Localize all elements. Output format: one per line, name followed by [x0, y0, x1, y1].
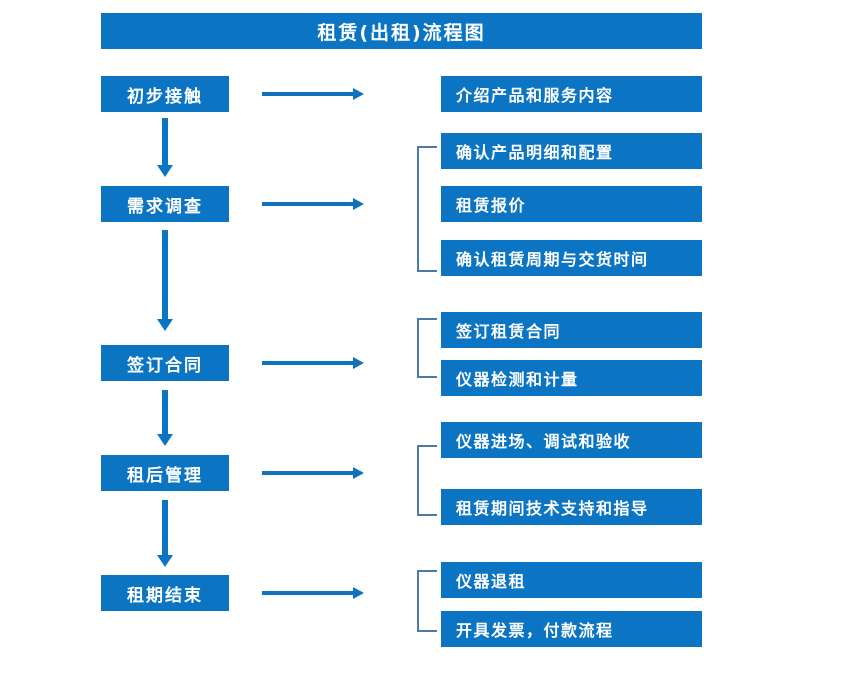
diagram-title: 租赁(出租)流程图	[101, 13, 702, 49]
stage-box-zuqi-jieshu[interactable]: 租期结束	[101, 575, 229, 611]
detail-box-zulin-baojia[interactable]: 租赁报价	[441, 186, 702, 222]
detail-box-qianding-zulin-hetong[interactable]: 签订租赁合同	[441, 312, 702, 348]
down-arrow-icon-stage1-to-stage2	[162, 118, 168, 166]
stage-box-zuhou-guanli[interactable]: 租后管理	[101, 455, 229, 491]
detail-box-yiqi-jinchang-tiaoshi[interactable]: 仪器进场、调试和验收	[441, 422, 702, 458]
down-arrow-icon-stage3-to-stage4	[162, 390, 168, 435]
detail-box-kaiju-fapiao-fukuan[interactable]: 开具发票，付款流程	[441, 611, 702, 647]
stage-box-qianding-hetong[interactable]: 签订合同	[101, 345, 229, 381]
down-arrow-icon-stage4-to-stage5	[162, 500, 168, 556]
detail-box-yiqi-jiance-jiliang[interactable]: 仪器检测和计量	[441, 360, 702, 396]
detail-box-jieshao-chanpin-fuwu[interactable]: 介绍产品和服务内容	[441, 76, 702, 112]
detail-box-zulin-qijian-jishu-zhichi[interactable]: 租赁期间技术支持和指导	[441, 489, 702, 525]
group-bracket-icon-stage5	[417, 570, 437, 632]
stage-box-xuqiu-diaocha[interactable]: 需求调查	[101, 186, 229, 222]
detail-box-yiqi-tuizu[interactable]: 仪器退租	[441, 562, 702, 598]
right-arrow-icon-stage2	[262, 202, 354, 206]
right-arrow-icon-stage4	[262, 471, 354, 475]
down-arrow-icon-stage2-to-stage3	[162, 230, 168, 320]
group-bracket-icon-stage4	[417, 445, 437, 516]
stage-box-chubu-jiechu[interactable]: 初步接触	[101, 76, 229, 112]
detail-box-queren-zulin-zhouqi[interactable]: 确认租赁周期与交货时间	[441, 240, 702, 276]
right-arrow-icon-stage3	[262, 361, 354, 365]
detail-box-queren-chanpin-mingxi[interactable]: 确认产品明细和配置	[441, 133, 702, 169]
group-bracket-icon-stage3	[417, 318, 437, 378]
right-arrow-icon-stage5	[262, 591, 354, 595]
group-bracket-icon-stage2	[417, 146, 437, 272]
right-arrow-icon-stage1	[262, 92, 354, 96]
